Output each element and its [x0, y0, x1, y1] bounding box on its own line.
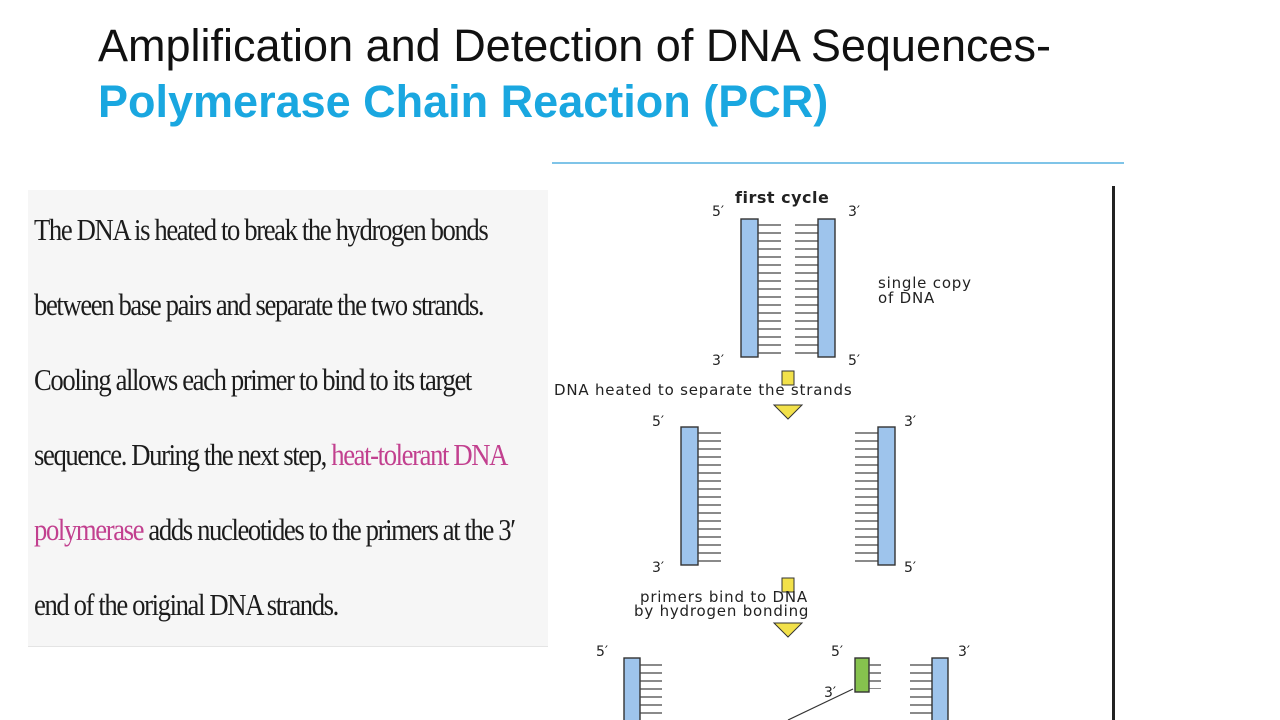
- strand-bases: [640, 661, 662, 720]
- end-label-3: 3′: [848, 204, 860, 220]
- dna-double-strand: 5′ 3′ 3′ 5′ single copy of DNA: [712, 204, 972, 369]
- step-primers-label: primers bind to DNA: [640, 588, 808, 606]
- text-line-part: sequence. During the next step,: [34, 437, 332, 472]
- end-label-3: 3′: [904, 414, 916, 430]
- primer: [854, 657, 870, 693]
- pcr-text-excerpt: The DNA is heated to break the hydrogen …: [28, 190, 550, 647]
- end-label-5: 5′: [848, 353, 860, 369]
- end-label-3: 3′: [824, 685, 836, 701]
- text-line: between base pairs and separate the two …: [34, 287, 485, 322]
- text-line-part: adds nucleotides to the primers at the 3…: [143, 512, 516, 547]
- text-line: The DNA is heated to break the hydrogen …: [34, 212, 489, 247]
- text-line: polymerase adds nucleotides to the prime…: [34, 492, 516, 567]
- step-arrow: [772, 577, 804, 638]
- slide-title: Amplification and Detection of DNA Seque…: [98, 18, 1058, 130]
- dna-strand: [817, 218, 836, 358]
- primer-bases: [869, 661, 881, 689]
- title-underline: [552, 162, 1124, 164]
- separated-strands: 5′ 3′ 3′ 5′: [652, 414, 916, 576]
- dna-strand: [931, 657, 949, 720]
- end-label-3: 3′: [652, 560, 664, 576]
- pcr-diagram: first cycle 5′ 3′ 3′ 5′ single copy of D…: [548, 165, 1124, 720]
- figure-heading: first cycle: [735, 188, 829, 207]
- step-arrow: [772, 370, 804, 420]
- highlight-term: polymerase: [34, 512, 145, 547]
- strand-bases: [795, 222, 818, 356]
- pcr-diagram-svg: first cycle 5′ 3′ 3′ 5′ single copy of D…: [554, 188, 972, 720]
- text-line: Cooling allows each primer to bind to it…: [34, 362, 472, 397]
- dna-strand: [740, 218, 759, 358]
- strand-bases: [758, 222, 781, 356]
- figure-border-line: [1112, 186, 1115, 720]
- end-label-3: 3′: [958, 644, 970, 660]
- strand-bases: [855, 430, 878, 564]
- single-copy-label: single copy: [878, 274, 972, 292]
- step-primers-label: by hydrogen bonding: [634, 602, 809, 620]
- text-line: end of the original DNA strands.: [34, 587, 339, 622]
- highlight-term: heat-tolerant DNA: [331, 437, 508, 472]
- title-text: Amplification and Detection of DNA Seque…: [98, 20, 1052, 71]
- callout-line: [787, 688, 854, 720]
- primer-bound-strands: 5′ 5′ 3′ 3′: [596, 644, 970, 720]
- dna-strand: [877, 426, 896, 566]
- end-label-3: 3′: [712, 353, 724, 369]
- end-label-5: 5′: [904, 560, 916, 576]
- strand-bases: [698, 430, 721, 564]
- dna-strand: [680, 426, 699, 566]
- end-label-5: 5′: [712, 204, 724, 220]
- end-label-5: 5′: [652, 414, 664, 430]
- text-line: sequence. During the next step, heat-tol…: [34, 417, 508, 492]
- end-label-5: 5′: [596, 644, 608, 660]
- pcr-paragraph: The DNA is heated to break the hydrogen …: [34, 192, 554, 642]
- strand-bases: [910, 661, 932, 720]
- end-label-5: 5′: [831, 644, 843, 660]
- title-accent: Polymerase Chain Reaction (PCR): [98, 76, 829, 127]
- single-copy-label: of DNA: [878, 289, 935, 307]
- step-heat-label: DNA heated to separate the strands: [554, 381, 852, 399]
- dna-strand: [623, 657, 641, 720]
